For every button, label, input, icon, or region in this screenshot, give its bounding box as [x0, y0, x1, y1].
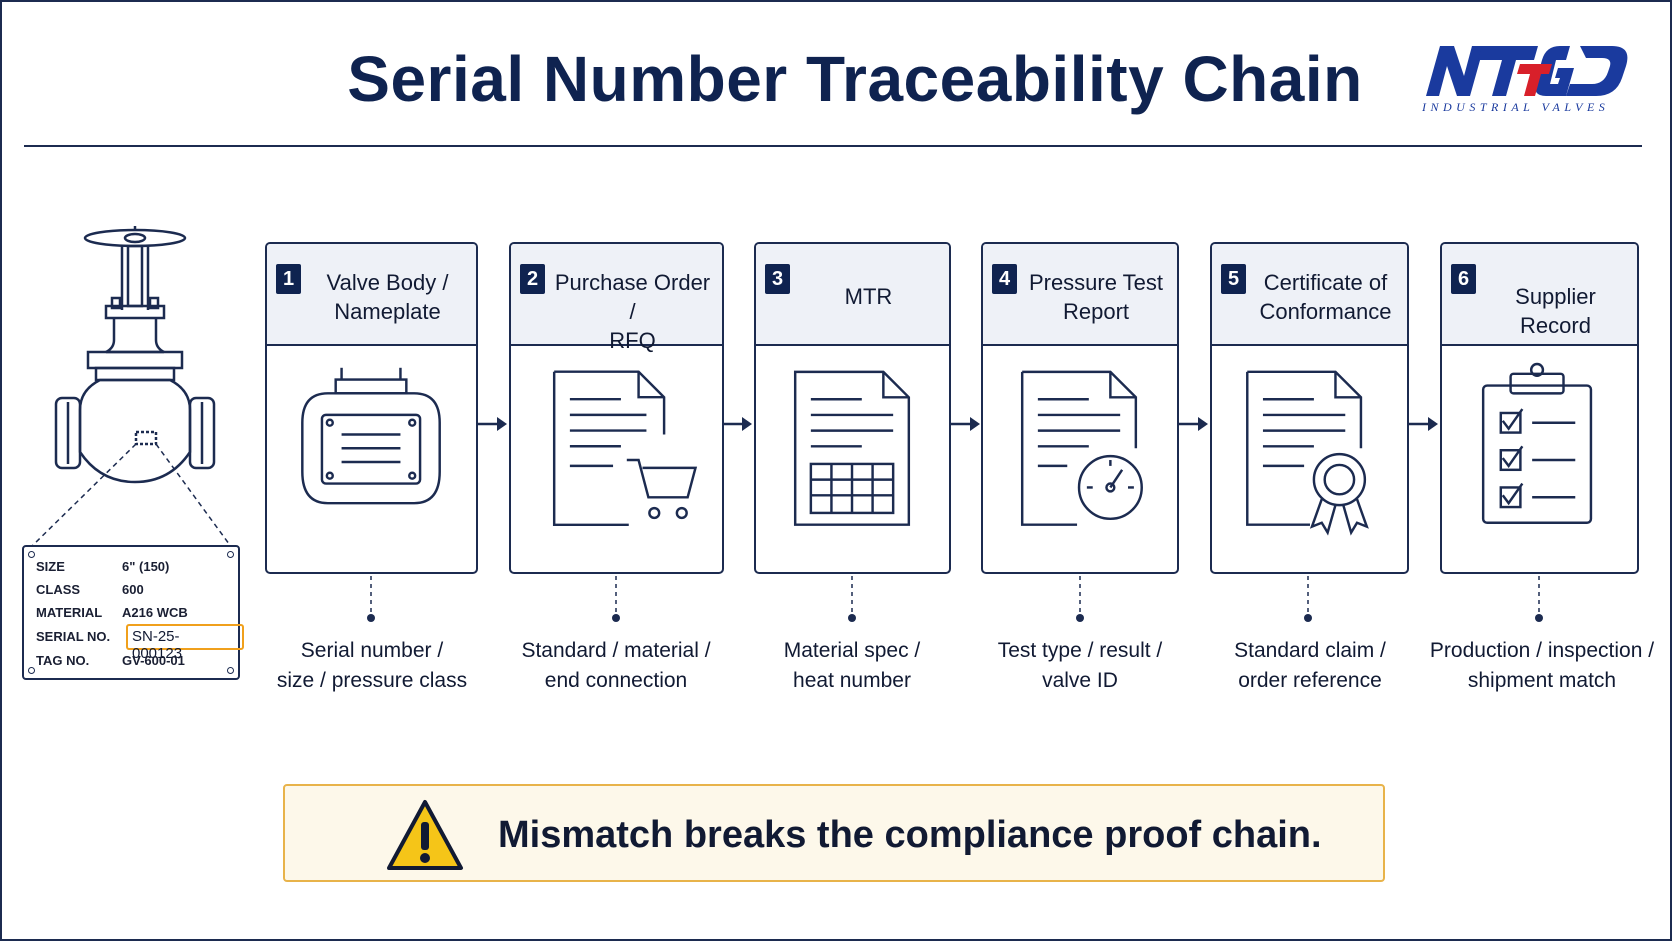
ntgd-logo	[1426, 46, 1628, 96]
step-title: Supplier Record	[1482, 282, 1629, 340]
nameplate-key: TAG NO.	[36, 653, 90, 668]
step-number: 6	[1451, 264, 1476, 294]
desc-line: shipment match	[1467, 669, 1617, 692]
desc-line: Serial number /	[300, 639, 444, 662]
flow-arrow-icon	[477, 417, 507, 431]
clipboard-checklist-icon	[1481, 362, 1593, 524]
step-title-line: Supplier Record	[1515, 284, 1596, 338]
connector-stem	[612, 576, 620, 622]
step-card-4: 4 Pressure Test Report	[981, 242, 1179, 574]
step-title-line: MTR	[844, 284, 893, 309]
connector-stem	[1535, 576, 1543, 622]
warning-text: Mismatch breaks the compliance proof cha…	[498, 814, 1322, 856]
nameplate-key: SERIAL NO.	[36, 629, 111, 644]
step-title-line: Report	[1062, 299, 1130, 324]
nameplate-icon	[301, 367, 441, 505]
desc-line: valve ID	[1042, 669, 1118, 692]
step-header: 1 Valve Body / Nameplate	[267, 244, 476, 346]
desc-line: Standard claim /	[1234, 639, 1386, 662]
step-title-line: Pressure Test	[1028, 270, 1164, 295]
screw-icon	[28, 551, 35, 558]
nameplate-panel: SIZE 6" (150) CLASS 600 MATERIAL A216 WC…	[22, 545, 244, 680]
step-description-5: Standard claim / order reference	[1205, 636, 1415, 696]
nameplate-value: 6" (150)	[122, 559, 170, 574]
desc-line: end connection	[544, 669, 688, 692]
step-title: Pressure Test Report	[1023, 268, 1169, 326]
step-description-4: Test type / result / valve ID	[975, 636, 1185, 696]
step-number: 2	[520, 264, 545, 294]
warning-banner: Mismatch breaks the compliance proof cha…	[283, 784, 1385, 882]
desc-line: size / pressure class	[276, 669, 468, 692]
connector-stem	[367, 576, 375, 622]
step-title: MTR	[796, 282, 941, 311]
mtr-document-icon	[793, 370, 911, 526]
step-number: 5	[1221, 264, 1246, 294]
step-card-1: 1 Valve Body / Nameplate	[265, 242, 478, 574]
step-number: 1	[276, 264, 301, 294]
nameplate-value: 600	[122, 582, 144, 597]
step-card-6: 6 Supplier Record	[1440, 242, 1639, 574]
desc-line: Material spec /	[783, 639, 921, 662]
step-description-6: Production / inspection / shipment match	[1422, 636, 1662, 696]
desc-line: Standard / material /	[521, 639, 711, 662]
step-card-3: 3 MTR	[754, 242, 951, 574]
desc-line: Production / inspection /	[1429, 639, 1655, 662]
connector-stem	[848, 576, 856, 622]
step-title: Certificate of Conformance	[1252, 268, 1399, 326]
flow-arrow-icon	[722, 417, 752, 431]
screw-icon	[227, 551, 234, 558]
step-number: 4	[992, 264, 1017, 294]
step-title-line: RFQ	[609, 328, 656, 353]
desc-line: heat number	[793, 669, 911, 692]
gate-valve-illustration	[54, 226, 216, 484]
step-title-line: Certificate of	[1263, 270, 1388, 295]
step-header: 5 Certificate of Conformance	[1212, 244, 1407, 346]
connector-stem	[1076, 576, 1084, 622]
step-description-3: Material spec / heat number	[752, 636, 952, 696]
step-title: Purchase Order / RFQ	[551, 268, 714, 355]
purchase-order-icon	[552, 370, 698, 527]
step-title: Valve Body / Nameplate	[307, 268, 468, 326]
page-title: Serial Number Traceability Chain	[347, 43, 1363, 115]
step-header: 4 Pressure Test Report	[983, 244, 1177, 346]
connector-stem	[1304, 576, 1312, 622]
logo-tagline: INDUSTRIAL VALVES	[1422, 100, 1610, 114]
screw-icon	[227, 667, 234, 674]
step-card-5: 5 Certificate of Conformance	[1210, 242, 1409, 574]
step-description-2: Standard / material / end connection	[506, 636, 726, 696]
serial-number-value: SN-25-000123	[132, 628, 183, 662]
warning-triangle-icon	[387, 800, 463, 870]
flow-arrow-icon	[1408, 417, 1438, 431]
step-header: 2 Purchase Order / RFQ	[511, 244, 722, 353]
pressure-test-icon	[1020, 370, 1143, 526]
nameplate-key: SIZE	[36, 559, 65, 574]
certificate-icon	[1246, 370, 1369, 536]
nameplate-key: MATERIAL	[36, 605, 103, 620]
nameplate-value: A216 WCB	[122, 605, 188, 620]
desc-line: Test type / result /	[997, 639, 1163, 662]
step-title-line: Valve Body /	[326, 270, 449, 295]
step-header: 6 Supplier Record	[1442, 244, 1637, 346]
step-title-line: Purchase Order /	[554, 270, 711, 324]
serial-highlight-box	[126, 624, 244, 650]
step-card-2: 2 Purchase Order / RFQ	[509, 242, 724, 574]
desc-line: order reference	[1238, 669, 1382, 692]
step-header: 3 MTR	[756, 244, 949, 346]
flow-arrow-icon	[1178, 417, 1208, 431]
step-number: 3	[765, 264, 790, 294]
header-divider	[24, 145, 1642, 147]
step-title-line: Nameplate	[334, 299, 441, 324]
step-title-line: Conformance	[1259, 299, 1392, 324]
nameplate-key: CLASS	[36, 582, 81, 597]
screw-icon	[28, 667, 35, 674]
flow-arrow-icon	[950, 417, 980, 431]
nameplate-value: GV-600-01	[122, 653, 185, 668]
step-description-1: Serial number / size / pressure class	[261, 636, 483, 696]
